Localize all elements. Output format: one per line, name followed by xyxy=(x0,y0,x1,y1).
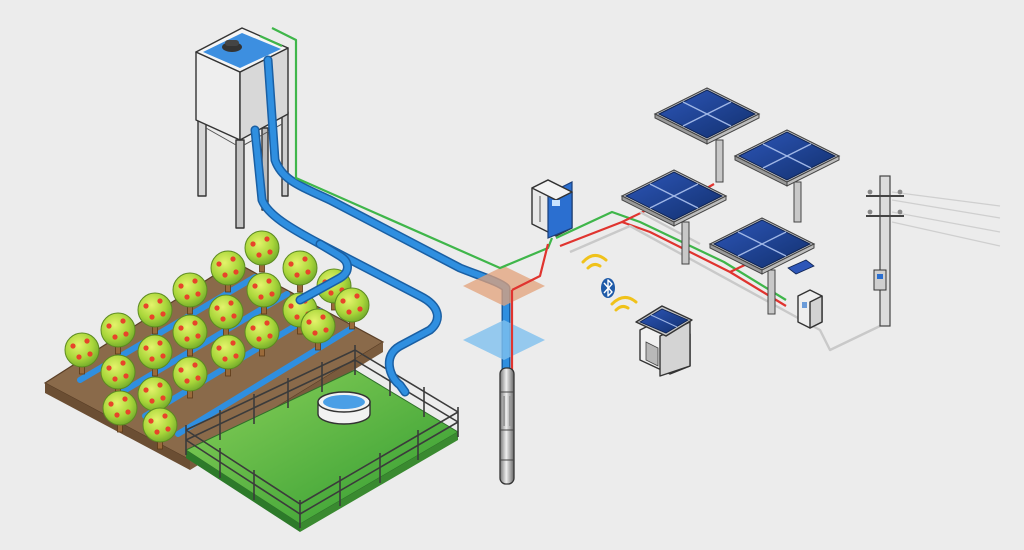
monitoring-station xyxy=(635,305,693,377)
water-tower xyxy=(195,27,289,229)
ground-markers xyxy=(463,266,545,360)
utility-pole xyxy=(866,175,904,327)
pump-controller xyxy=(531,179,573,239)
solar-panel-3 xyxy=(621,169,727,227)
solar-array xyxy=(621,87,840,315)
fence xyxy=(185,345,459,528)
grid-meter xyxy=(797,289,823,329)
submersible-pump xyxy=(499,367,515,485)
solar-panel-2 xyxy=(734,129,840,187)
water-trough xyxy=(317,391,371,425)
wireless-signal-icon xyxy=(581,254,638,312)
solar-panel-1 xyxy=(654,87,760,145)
bluetooth-icon xyxy=(601,278,615,298)
